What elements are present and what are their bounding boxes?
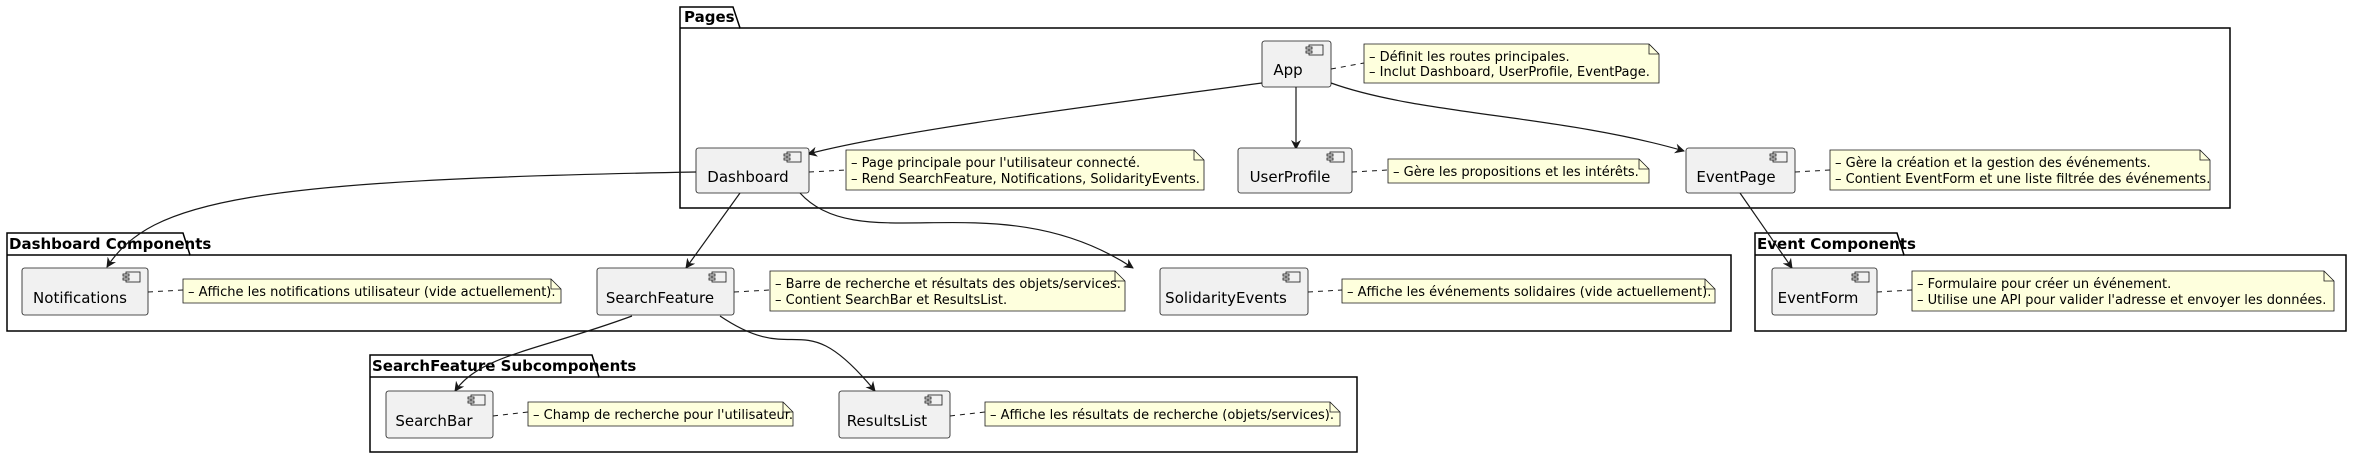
component-label: ResultsList — [847, 412, 928, 430]
component-resultslist: ResultsList — [838, 390, 951, 439]
package-pages-title: Pages — [684, 8, 735, 26]
arrow-dashboard-to-solidarityevents — [799, 192, 1134, 269]
note-eventpage: – Gère la création et la gestion des évé… — [1829, 149, 2211, 191]
note-line: – Formulaire pour créer un événement. — [1917, 277, 2171, 292]
note-userprofile: – Gère les propositions et les intérêts. — [1387, 158, 1650, 184]
package-searchfeature-subcomponents: SearchFeature Subcomponents — [369, 354, 1358, 453]
note-notifications: – Affiche les notifications utilisateur … — [182, 278, 562, 304]
note-searchfeature: – Barre de recherche et résultats des ob… — [769, 270, 1126, 312]
note-line: – Inclut Dashboard, UserProfile, EventPa… — [1369, 65, 1650, 80]
note-line: – Affiche les notifications utilisateur … — [188, 285, 556, 300]
component-label: Notifications — [33, 289, 127, 307]
arrow-app-to-eventpage — [1330, 82, 1685, 154]
package-searchfeature-title: SearchFeature Subcomponents — [372, 357, 636, 375]
component-userprofile: UserProfile — [1237, 147, 1353, 194]
package-event-title: Event Components — [1757, 235, 1916, 253]
arrow-eventpage-to-eventform — [1739, 192, 1793, 269]
note-searchbar: – Champ de recherche pour l'utilisateur. — [527, 401, 794, 427]
note-dashboard: – Page principale pour l'utilisateur con… — [845, 149, 1205, 191]
component-icon — [708, 271, 727, 283]
component-icon — [467, 394, 486, 406]
component-solidarityevents: SolidarityEvents — [1159, 267, 1309, 316]
note-line: – Champ de recherche pour l'utilisateur. — [533, 408, 793, 423]
note-line: – Gère la création et la gestion des évé… — [1835, 156, 2151, 171]
arrow-dashboard-to-notifications — [106, 171, 697, 268]
package-dashboard-title: Dashboard Components — [9, 235, 211, 253]
component-dashboard: Dashboard — [695, 147, 810, 194]
component-icon — [1851, 271, 1870, 283]
component-icon — [1305, 44, 1324, 56]
note-eventform: – Formulaire pour créer un événement. – … — [1911, 270, 2335, 312]
component-icon — [783, 151, 802, 163]
package-pages: Pages — [679, 6, 2231, 209]
note-line: – Contient EventForm et une liste filtré… — [1835, 172, 2210, 187]
component-label: SearchBar — [395, 412, 473, 430]
arrow-searchfeature-to-resultslist — [719, 315, 876, 392]
component-icon — [1769, 151, 1788, 163]
component-label: SolidarityEvents — [1165, 289, 1287, 307]
component-eventform: EventForm — [1771, 267, 1878, 316]
component-label: App — [1273, 61, 1302, 79]
package-dashboard-components: Dashboard Components — [6, 232, 1732, 332]
note-resultslist: – Affiche les résultats de recherche (ob… — [984, 401, 1341, 427]
component-label: UserProfile — [1250, 168, 1331, 186]
note-line: – Gère les propositions et les intérêts. — [1393, 165, 1639, 180]
component-label: EventForm — [1778, 289, 1859, 307]
dependency-arrows — [106, 82, 1793, 392]
package-event-components: Event Components — [1754, 232, 2347, 332]
arrow-searchfeature-to-searchbar — [454, 315, 633, 392]
component-icon — [924, 394, 943, 406]
note-connectors — [147, 62, 1913, 417]
note-line: – Affiche les événements solidaires (vid… — [1347, 285, 1711, 300]
note-line: – Contient SearchBar et ResultsList. — [775, 293, 1007, 308]
component-icon — [1326, 151, 1345, 163]
component-searchfeature: SearchFeature — [596, 267, 735, 316]
note-line: – Affiche les résultats de recherche (ob… — [990, 408, 1334, 423]
component-icon — [1282, 271, 1301, 283]
component-app: App — [1261, 40, 1332, 88]
component-notifications: Notifications — [21, 267, 149, 316]
note-line: – Rend SearchFeature, Notifications, Sol… — [851, 172, 1200, 187]
component-label: SearchFeature — [606, 289, 714, 307]
arrow-app-to-dashboard — [807, 82, 1263, 157]
note-line: – Définit les routes principales. — [1369, 50, 1570, 65]
component-searchbar: SearchBar — [385, 390, 494, 439]
note-solidarityevents: – Affiche les événements solidaires (vid… — [1341, 278, 1716, 304]
component-label: EventPage — [1696, 168, 1775, 186]
component-eventpage: EventPage — [1685, 147, 1796, 194]
component-icon — [122, 271, 141, 283]
note-line: – Page principale pour l'utilisateur con… — [851, 156, 1140, 171]
note-app: – Définit les routes principales. – Incl… — [1363, 43, 1660, 84]
note-line: – Utilise une API pour valider l'adresse… — [1917, 293, 2326, 308]
arrow-dashboard-to-searchfeature — [685, 192, 741, 269]
component-label: Dashboard — [707, 168, 788, 186]
note-line: – Barre de recherche et résultats des ob… — [775, 277, 1121, 292]
